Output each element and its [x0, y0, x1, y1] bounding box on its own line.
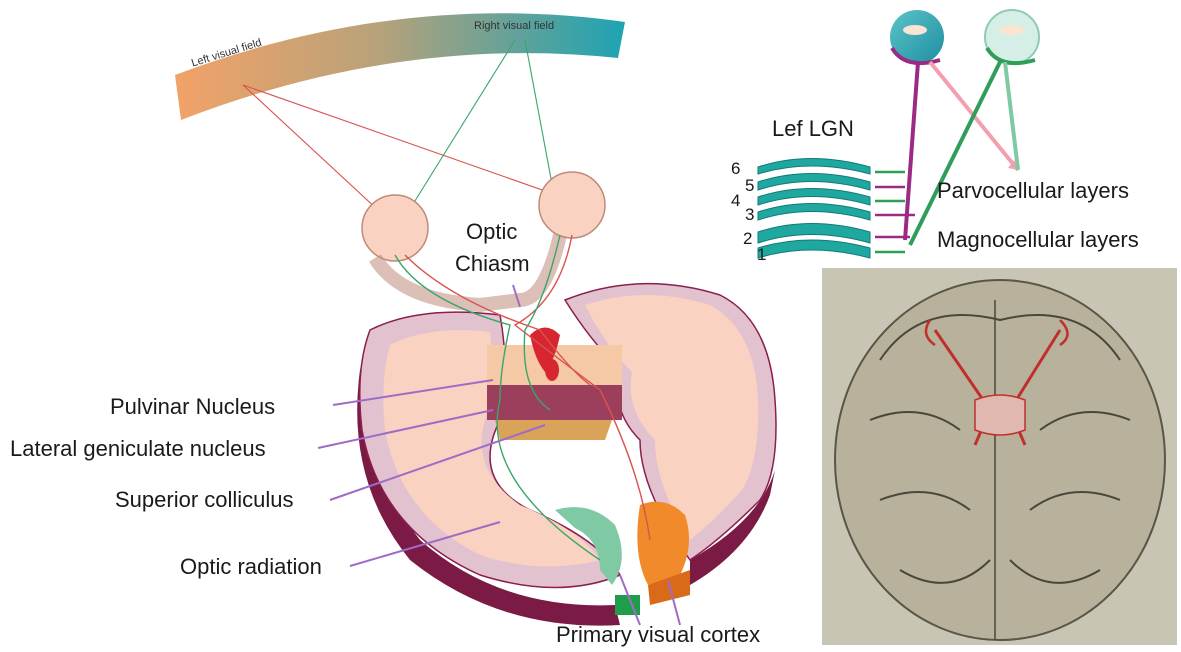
lgn-layer-number: 6 — [731, 160, 740, 177]
parvocellular-layers-label: Parvocellular layers — [937, 180, 1129, 202]
superior-colliculus-label: Superior colliculus — [115, 489, 294, 511]
magnocellular-layers-label: Magnocellular layers — [937, 229, 1139, 251]
lgn-layer-number: 3 — [745, 206, 754, 223]
lgn-label: Lateral geniculate nucleus — [10, 438, 266, 460]
primary-visual-cortex-label: Primary visual cortex — [556, 624, 760, 646]
lgn-layers — [758, 159, 870, 259]
optic-chiasm-label-line2: Chiasm — [455, 253, 530, 275]
brain-section — [357, 284, 776, 626]
lgn-layer-number: 1 — [757, 246, 766, 263]
optic-radiation-label: Optic radiation — [180, 556, 322, 578]
lgn-layer-number: 4 — [731, 192, 740, 209]
lgn-inset-title: Lef LGN — [772, 118, 854, 140]
visual-field-arc — [175, 13, 625, 120]
lgn-layer-number: 2 — [743, 230, 752, 247]
right-visual-field-label: Right visual field — [474, 20, 554, 32]
lgn-layer-number: 5 — [745, 177, 754, 194]
pulvinar-nucleus-label: Pulvinar Nucleus — [110, 396, 275, 418]
brain-engraving — [822, 268, 1177, 645]
optic-chiasm-label-line1: Optic — [466, 221, 517, 243]
